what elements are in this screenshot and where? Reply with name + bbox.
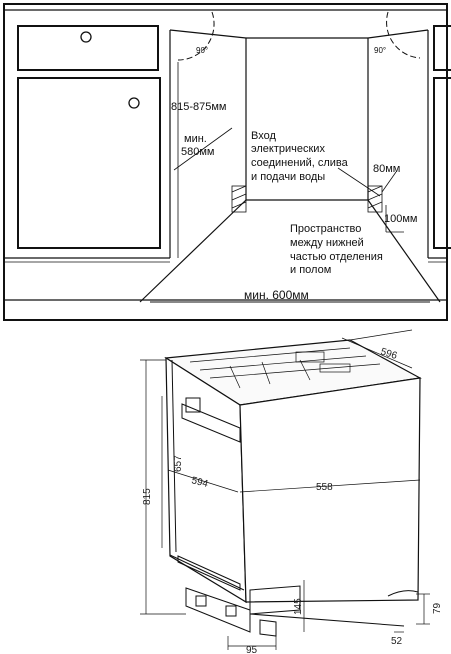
niche-top-right-edge <box>367 29 429 39</box>
left-door-knob <box>128 97 140 109</box>
min-depth-label-2: 580мм <box>181 146 214 158</box>
left-inlet-hatch <box>231 185 247 213</box>
handle-bar <box>181 403 241 443</box>
connections-note-line-2: электрических <box>251 143 325 155</box>
connections-note-line-4: и подачи воды <box>251 171 325 183</box>
side-foot-bracket <box>249 585 301 615</box>
dim-815: 815 <box>142 488 153 505</box>
frame <box>3 3 448 321</box>
cabinet-niche-diagram <box>3 3 451 321</box>
connections-note-line-1: Вход <box>251 130 276 142</box>
connections-leader <box>337 167 381 197</box>
dim-52: 52 <box>391 636 403 647</box>
right-door <box>433 77 451 249</box>
dishwasher-isometric <box>140 329 430 650</box>
dim-558: 558 <box>316 482 333 493</box>
left-drawer-knob <box>80 31 92 43</box>
dim-100-label: 100мм <box>384 213 417 225</box>
bottom-rail <box>177 555 241 591</box>
min-depth-label-1: мин. <box>184 133 207 145</box>
dim-80-leader <box>381 171 397 193</box>
top-details <box>189 347 381 389</box>
left-angle-label: 90° <box>196 46 208 55</box>
foot <box>259 619 277 637</box>
dimension-lines <box>140 329 430 650</box>
connections-note-line-3: соединений, слива <box>251 157 349 169</box>
space-note-line-4: и полом <box>290 264 331 276</box>
left-drawer <box>17 25 159 71</box>
right-drawer <box>433 25 451 71</box>
left-door <box>17 77 161 249</box>
dim-79: 79 <box>432 602 443 614</box>
side-plane <box>239 377 421 603</box>
front-details <box>169 359 245 591</box>
height-range-label: 815-875мм <box>171 101 227 113</box>
front-foot-bracket <box>185 587 251 633</box>
base-details <box>185 585 419 637</box>
dim-95: 95 <box>246 645 258 654</box>
space-note-line-1: Пространство <box>290 223 361 235</box>
hinge-top <box>185 397 201 413</box>
right-angle-label: 90° <box>374 46 386 55</box>
dim-657: 657 <box>173 455 184 472</box>
depth-leader <box>173 127 233 171</box>
dim-594: 594 <box>190 475 209 490</box>
niche-floor-left <box>139 199 247 303</box>
space-note-line-2: между нижней <box>290 237 364 249</box>
dim-596: 596 <box>379 346 399 362</box>
niche-floor-right <box>367 199 441 303</box>
right-angle-arc <box>386 11 421 59</box>
dim-80-label: 80мм <box>373 163 400 175</box>
min-width-label: мин. 600мм <box>244 288 309 302</box>
side-foot-curve <box>387 590 419 597</box>
space-note-line-3: частью отделения <box>290 251 383 263</box>
dim-145: 145 <box>293 598 304 615</box>
right-inlet-hatch <box>367 185 383 213</box>
niche-top-left-edge <box>169 29 247 39</box>
